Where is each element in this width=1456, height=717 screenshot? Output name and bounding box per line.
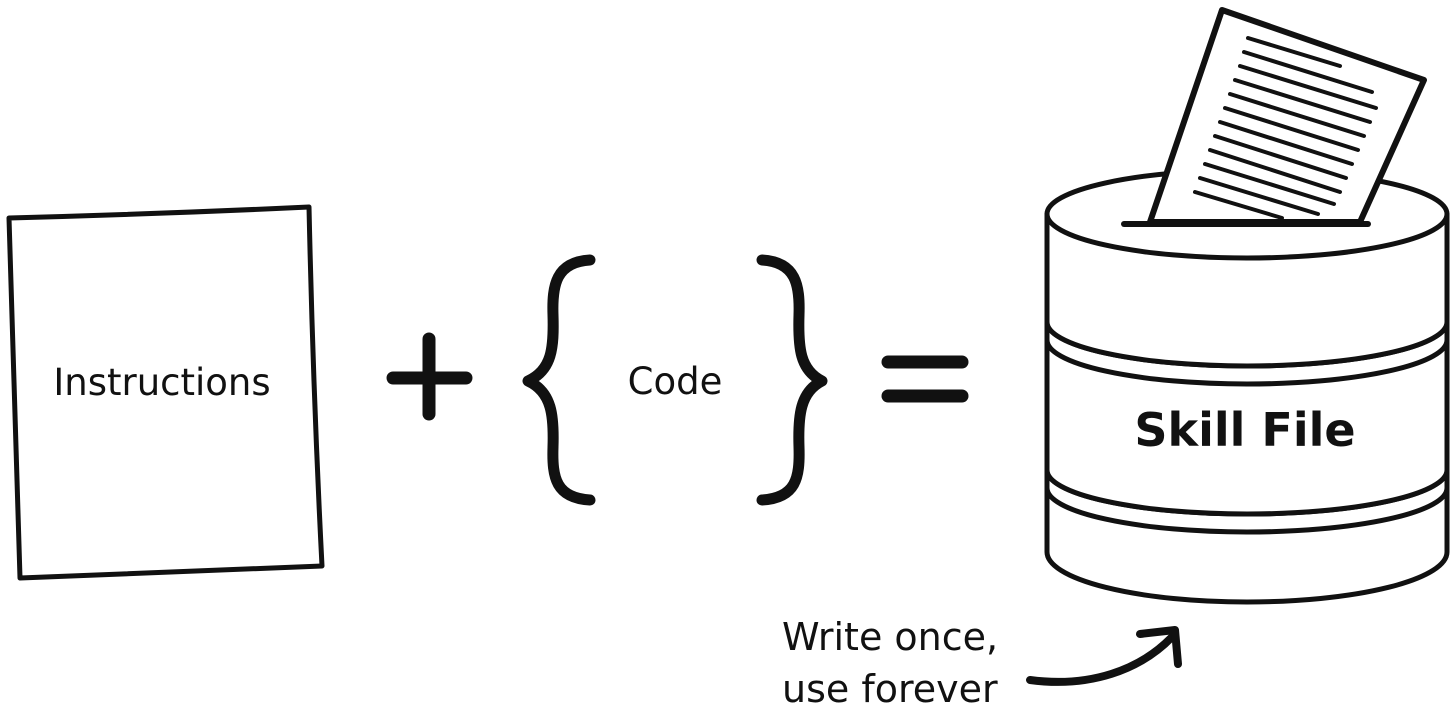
plus-icon [386,332,473,421]
curved-arrow-icon [1026,633,1176,686]
code-label: Code [628,360,723,403]
skill-file-label: Skill File [1134,403,1355,457]
skill-file-database: Skill File [1044,7,1450,605]
note-line-2: use forever [782,667,998,711]
instructions-label: Instructions [53,361,270,404]
note-line-1: Write once, [782,615,998,659]
arrow-head-icon [1136,626,1182,668]
right-brace-icon [756,254,828,506]
annotation-note: Write once, use forever [782,615,1182,711]
document-insert-icon [1147,7,1427,225]
instructions-page-outline [6,204,325,581]
database-middle-tier [1044,319,1450,517]
code-block: Code [522,254,828,506]
left-brace-icon [522,254,596,506]
equals-icon [881,355,969,403]
instructions-document: Instructions [6,204,325,581]
